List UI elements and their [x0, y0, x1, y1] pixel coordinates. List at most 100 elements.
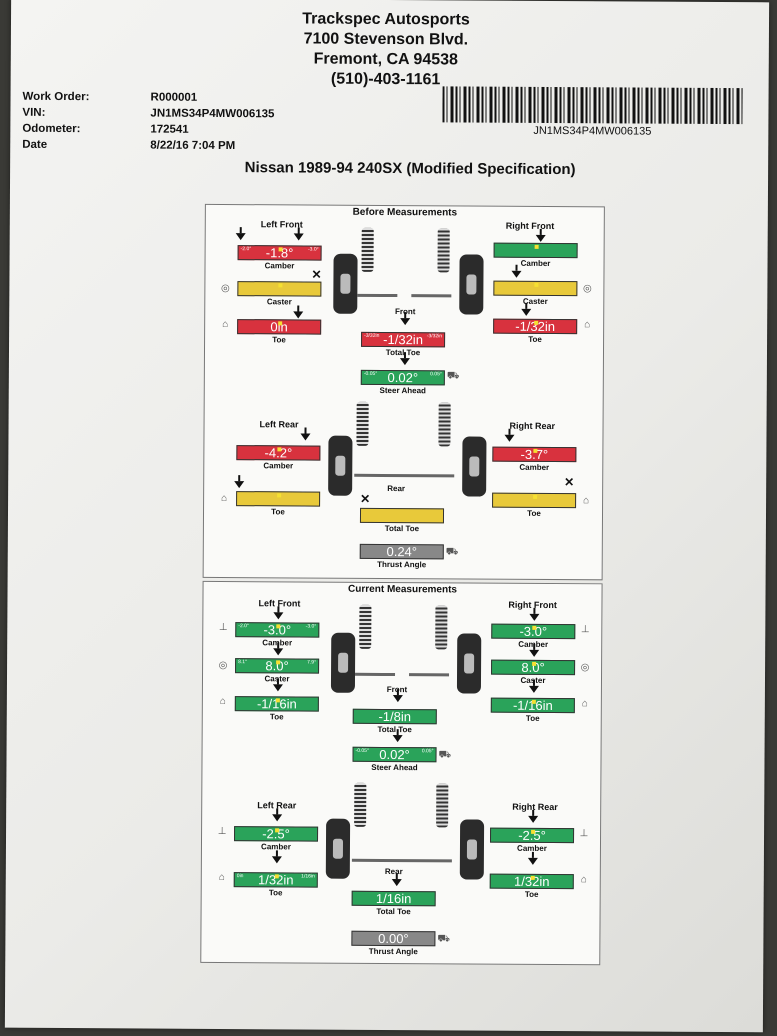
lf-caster-arrow — [273, 648, 284, 656]
before-lr-toe-gauge — [236, 491, 321, 507]
current-panel-title: Current Measurements — [348, 583, 458, 596]
gauge-target-marker — [276, 624, 281, 629]
before-rr-camber-label: Camber — [519, 462, 550, 472]
before-rf-toe-label: Toe — [528, 334, 542, 344]
out-of-range-x-icon: ✕ — [360, 491, 371, 506]
before-lf-toe-gauge: 0in — [237, 319, 322, 335]
rear-axle-arm — [351, 858, 452, 863]
toe-wheel-icon: ⌂ — [581, 698, 588, 710]
rear-right-tire-icon — [462, 436, 487, 497]
barcode-text: JN1MS34P4MW006135 — [533, 124, 652, 138]
before-rf-caster-gauge — [493, 280, 578, 297]
toe-wheel-icon: ⌂ — [222, 318, 229, 331]
vin-value: JN1MS34P4MW006135 — [150, 107, 275, 121]
before-rr-toe-label: Toe — [527, 508, 541, 518]
steering-car-icon: ⛟ — [446, 370, 460, 382]
lf-toe-arrow — [272, 684, 283, 692]
lf-camber-target-arrow — [293, 233, 304, 241]
work-order-label: Work Order: — [22, 90, 90, 104]
current-rear-total-toe-label: Total Toe — [376, 906, 411, 917]
lf-camber-arrow — [273, 612, 284, 620]
before-lf-camber-label: Camber — [264, 261, 295, 271]
before-rear-total-toe-gauge — [359, 507, 445, 524]
lf-camber-arrow — [235, 233, 246, 241]
rr-camber-arrow — [528, 815, 539, 823]
gauge-target-marker — [533, 494, 538, 499]
front-right-strut-icon — [435, 605, 448, 650]
lr-toe-arrow — [271, 856, 282, 864]
toe-wheel-icon: ⌂ — [583, 495, 590, 507]
before-panel-title: Before Measurements — [352, 206, 458, 219]
current-rf-camber-gauge: -3.0° — [491, 623, 576, 640]
rf-toe-arrow — [521, 308, 532, 316]
current-rf-toe-gauge: -1/16in — [490, 697, 575, 714]
before-rear-total-toe-label: Total Toe — [384, 523, 420, 534]
front-left-control-arm — [357, 293, 398, 298]
current-rear-axle-label: Rear — [384, 866, 403, 877]
front-left-tire-icon — [333, 253, 358, 314]
current-rear-toe-limit-low: 0in — [236, 873, 244, 880]
alignment-report-page: Trackspec Autosports 7100 Stevenson Blvd… — [4, 0, 770, 1033]
front-right-tire-icon — [456, 633, 482, 694]
thrust-car-icon: ⛟ — [437, 933, 451, 945]
before-thrust-angle-value: 0.24° — [386, 543, 418, 560]
current-rr-toe-label: Toe — [524, 889, 539, 899]
current-measurements-panel: Current Measurements Left Front Right Fr… — [200, 580, 603, 966]
rf-caster-arrow — [511, 270, 522, 278]
rr-toe-arrow — [527, 857, 538, 865]
gauge-target-marker — [534, 282, 539, 287]
current-rr-camber-gauge: -2.5° — [490, 827, 575, 844]
before-front-total-toe-value: -1/32in — [383, 331, 423, 348]
before-rf-camber-gauge — [493, 242, 578, 259]
current-steer-ahead-gauge: -0.05° 0.05° 0.02° — [352, 746, 437, 763]
caster-wheel-icon: ◎ — [220, 282, 230, 295]
caster-wheel-icon: ◎ — [580, 662, 590, 674]
out-of-range-x-icon: ✕ — [564, 475, 575, 490]
rear-right-strut-icon — [438, 402, 451, 447]
front-total-toe-arrow — [392, 695, 403, 703]
gauge-target-marker — [274, 874, 279, 879]
current-steer-limit-high: 0.05° — [421, 748, 434, 755]
current-steer-ahead-label: Steer Ahead — [371, 762, 418, 773]
current-lr-toe-label: Toe — [268, 888, 283, 898]
toe-wheel-icon: ⌂ — [218, 871, 225, 884]
before-front-total-toe-gauge: -3/32in -3/32in -1/32in — [361, 331, 446, 348]
gauge-target-marker — [532, 625, 537, 630]
rf-toe-arrow — [528, 685, 539, 693]
before-thrust-angle-gauge: 0.24° — [359, 543, 444, 560]
rear-right-tire-icon — [459, 819, 485, 880]
lr-camber-arrow — [272, 814, 283, 822]
rear-right-strut-icon — [436, 783, 449, 828]
rr-camber-arrow — [504, 434, 515, 442]
rear-left-strut-icon — [354, 782, 367, 827]
before-lr-toe-label: Toe — [271, 507, 285, 517]
gauge-target-marker — [532, 661, 537, 666]
before-lr-camber-label: Camber — [263, 461, 294, 471]
odometer-label: Odometer: — [22, 122, 81, 136]
gauge-target-marker — [531, 699, 536, 704]
lr-camber-arrow — [300, 433, 311, 441]
right-front-label: Right Front — [505, 220, 555, 232]
shop-name: Trackspec Autosports — [302, 10, 470, 29]
before-steer-limit-low: -0.05° — [363, 370, 378, 377]
date-value: 8/22/16 7:04 PM — [150, 139, 236, 153]
current-rr-toe-gauge: 1/32in — [489, 873, 574, 890]
gauge-target-marker — [534, 320, 539, 325]
rear-left-tire-icon — [328, 435, 353, 496]
current-thrust-angle-label: Thrust Angle — [368, 946, 418, 957]
shop-header: Trackspec Autosports 7100 Stevenson Blvd… — [241, 9, 531, 91]
left-rear-label: Left Rear — [259, 419, 299, 430]
current-lf-caster-gauge: 8.1° 7.9° 8.0° — [235, 658, 320, 674]
current-lr-camber-gauge: -2.5° — [234, 826, 319, 842]
current-lf-camber-gauge: -2.0° -3.0° -3.0° — [235, 622, 320, 638]
thrust-car-icon: ⛟ — [445, 546, 459, 558]
lr-toe-arrow — [234, 481, 245, 489]
out-of-range-x-icon: ✕ — [311, 267, 322, 282]
vin-barcode — [442, 86, 743, 125]
toe-wheel-icon: ⌂ — [580, 874, 587, 886]
current-rf-caster-gauge: 8.0° — [491, 659, 576, 676]
right-rear-label: Right Rear — [512, 801, 558, 813]
camber-wheel-icon: ⊥ — [579, 828, 589, 840]
rf-camber-arrow — [535, 234, 546, 242]
before-measurements-panel: Before Measurements Left Front Right Fro… — [202, 203, 605, 581]
